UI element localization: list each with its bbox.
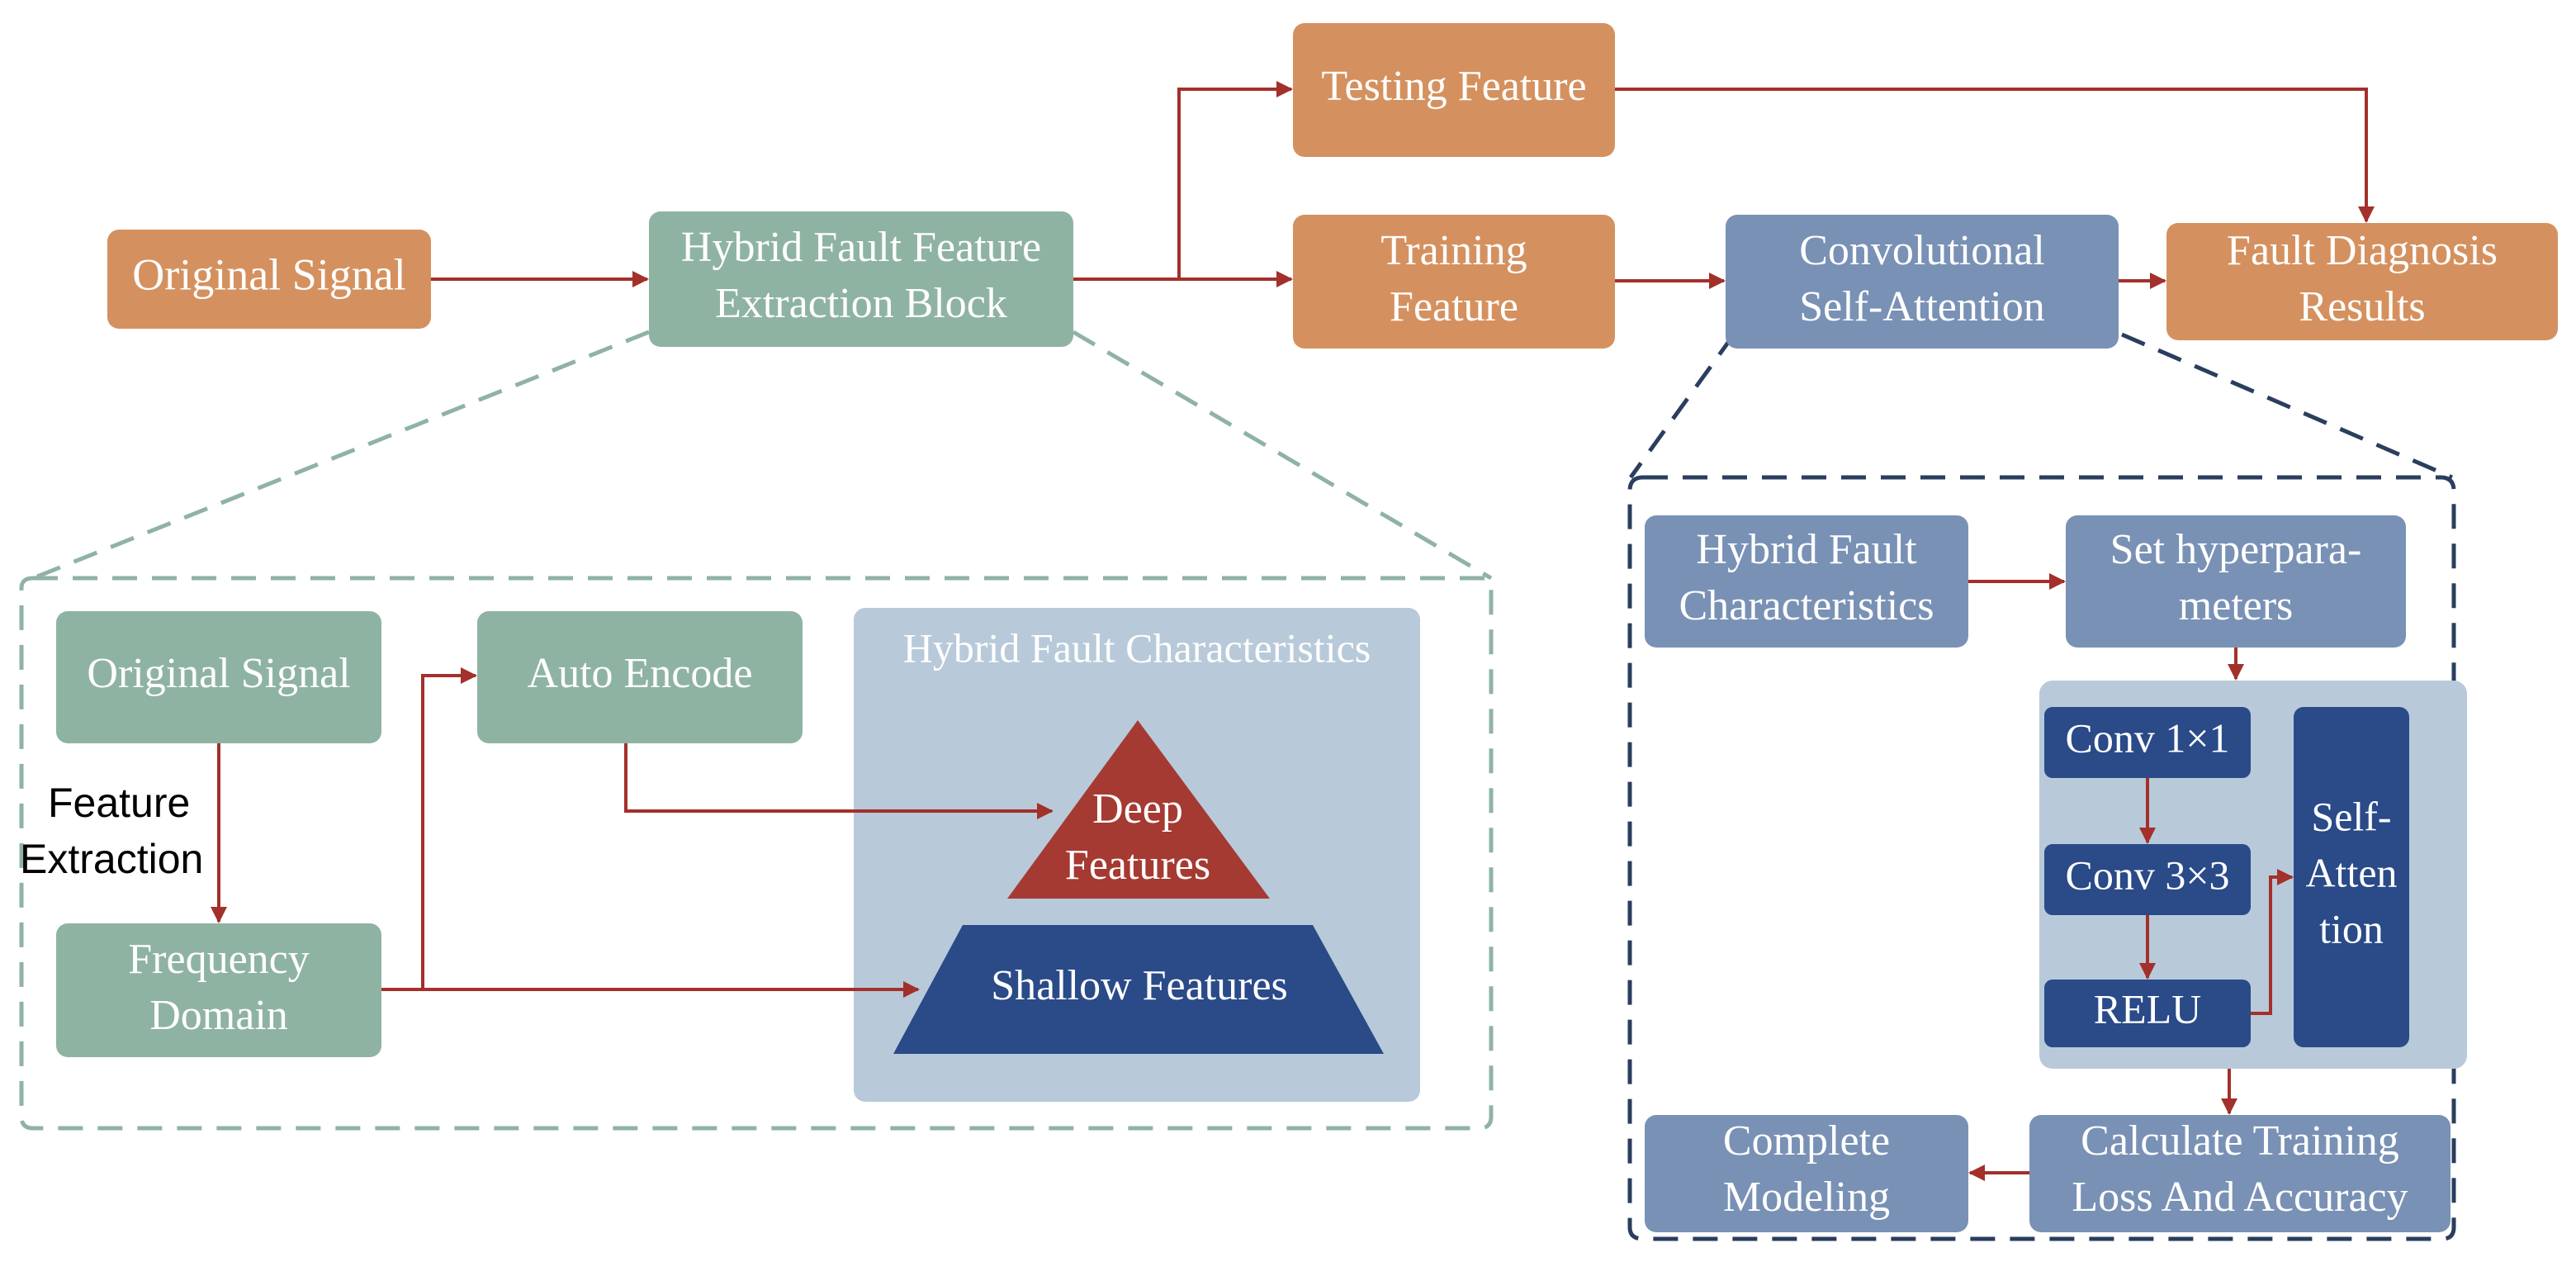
feature-extraction-line1: Feature [48,780,190,826]
panel-title: Hybrid Fault Characteristics [903,624,1371,671]
hybrid-block-box: Hybrid Fault Feature Extraction Block [649,211,1073,347]
conv-self-attention-line2: Self-Attention [1799,283,2045,330]
fault-diagnosis-line2: Results [2299,283,2425,330]
training-feature-line2: Feature [1390,283,1518,330]
frequency-domain-line2: Domain [149,992,288,1039]
set-hyperparameters-line1: Set hyperpara- [2110,526,2362,573]
testing-feature-box: Testing Feature [1293,23,1615,157]
complete-modeling-box: Complete Modeling [1645,1115,1968,1232]
hybrid-block-line2: Extraction Block [715,280,1007,327]
calc-loss-box: Calculate Training Loss And Accuracy [2029,1115,2451,1232]
complete-modeling-line2: Modeling [1723,1174,1890,1221]
right-hybrid-characteristics-box: Hybrid Fault Characteristics [1645,515,1968,648]
left-arrows [211,667,1054,998]
right-hybrid-line2: Characteristics [1679,582,1934,629]
frequency-domain-line1: Frequency [128,936,309,983]
self-attention-line2: Atten [2305,849,2397,895]
calc-loss-line1: Calculate Training [2081,1117,2399,1165]
right-arrows [1968,573,2294,1181]
left-original-signal-label: Original Signal [87,650,350,697]
fault-diagnosis-line1: Fault Diagnosis [2227,227,2498,274]
original-signal-label: Original Signal [132,249,405,299]
complete-modeling-line1: Complete [1723,1117,1890,1165]
left-zoom-connector [19,330,1494,1131]
self-attention-box [2294,707,2409,1047]
hybrid-characteristics-panel: Hybrid Fault Characteristics Deep Featur… [854,608,1420,1102]
feature-extraction-line2: Extraction [20,836,203,882]
deep-features-triangle [1007,720,1270,899]
conv-stack-panel: Conv 1×1 Conv 3×3 RELU Self- Atten tion [2039,681,2467,1069]
calc-loss-line2: Loss And Accuracy [2072,1174,2408,1221]
auto-encode-label: Auto Encode [528,650,753,697]
conv-self-attention-box: Convolutional Self-Attention [1726,215,2119,349]
shallow-features-label: Shallow Features [991,962,1288,1009]
conv3-label: Conv 3×3 [2065,852,2229,898]
hybrid-block-line1: Hybrid Fault Feature [681,224,1041,271]
fault-diagnosis-box: Fault Diagnosis Results [2166,223,2558,340]
self-attention-line3: tion [2319,905,2384,951]
auto-encode-box: Auto Encode [477,611,803,743]
conv3-box [2044,844,2251,915]
deep-features-line2: Features [1065,842,1210,889]
top-arrows [431,81,2375,289]
right-zoom-connector [1627,332,2456,1241]
set-hyperparameters-box: Set hyperpara- meters [2066,515,2406,648]
training-feature-line1: Training [1380,227,1527,274]
left-original-signal-box: Original Signal [56,611,381,743]
relu-box [2044,980,2251,1047]
original-signal-box: Original Signal [107,230,431,329]
set-hyperparameters-line2: meters [2179,582,2294,629]
self-attention-line1: Self- [2311,793,2391,839]
frequency-domain-box: Frequency Domain [56,923,381,1057]
shallow-features-trapezoid [893,925,1384,1054]
conv1-box [2044,707,2251,778]
deep-features-line1: Deep [1092,785,1183,833]
relu-label: RELU [2094,985,2202,1032]
conv1-label: Conv 1×1 [2065,714,2229,761]
conv-self-attention-line1: Convolutional [1799,227,2045,274]
training-feature-box: Training Feature [1293,215,1615,349]
right-hybrid-line1: Hybrid Fault [1696,526,1917,573]
testing-feature-label: Testing Feature [1321,63,1586,110]
